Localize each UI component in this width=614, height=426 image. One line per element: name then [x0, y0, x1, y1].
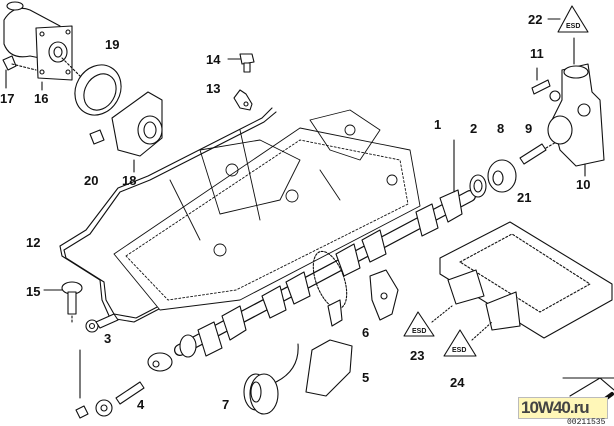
- callout-1: 1: [434, 117, 442, 132]
- callout-5: 5: [362, 370, 370, 385]
- svg-text:ESD: ESD: [412, 328, 426, 335]
- screw-17-part: [2, 55, 37, 89]
- clip-13-part: [233, 89, 253, 111]
- esd-label-24: ESD: [443, 321, 493, 357]
- callout-23: 23: [410, 348, 425, 363]
- callout-2: 2: [470, 121, 478, 136]
- sprocket-adapter-part: [487, 159, 517, 193]
- callout-13: 13: [206, 81, 221, 96]
- callout-10: 10: [576, 177, 591, 192]
- callout-17: 17: [0, 91, 15, 106]
- callout-16: 16: [34, 91, 49, 106]
- callout-7: 7: [222, 397, 230, 412]
- camshaft-part: [174, 139, 476, 358]
- screw-11-part: [531, 79, 551, 95]
- sensor-bracket-part: [305, 299, 353, 397]
- callout-4: 4: [137, 397, 145, 412]
- callout-3: 3: [104, 331, 112, 346]
- bolt-14-part: [227, 53, 255, 73]
- diagram-code: 00211535: [567, 418, 606, 426]
- cylinder-head-part: [113, 109, 421, 311]
- eyelet-connector-part: [85, 313, 119, 333]
- callout-22: 22: [528, 12, 543, 27]
- esd-label-22: ESD: [547, 5, 589, 33]
- bolt-15-part: [43, 281, 83, 325]
- housing-cover-part: [111, 91, 163, 173]
- callout-6: 6: [362, 325, 370, 340]
- screw-20-part: [89, 129, 105, 145]
- callout-21: 21: [517, 190, 532, 205]
- actuator-motor-part: [3, 1, 81, 81]
- svg-text:ESD: ESD: [452, 347, 466, 354]
- callout-12: 12: [26, 235, 41, 250]
- callout-8: 8: [497, 121, 505, 136]
- callout-19: 19: [105, 37, 120, 52]
- callout-24: 24: [450, 375, 465, 390]
- control-unit-part: [439, 221, 613, 339]
- svg-text:ESD: ESD: [566, 23, 580, 30]
- callout-15: 15: [26, 284, 41, 299]
- callout-18: 18: [122, 173, 137, 188]
- callout-20: 20: [84, 173, 99, 188]
- watermark: 10W40.ru: [518, 397, 608, 419]
- callout-14: 14: [206, 52, 221, 67]
- bearing-ring-part: [469, 174, 487, 198]
- bolt-nut-4-part: [75, 349, 173, 419]
- sealing-ring-part: [74, 64, 122, 116]
- callout-11: 11: [530, 46, 544, 61]
- solenoid-valve-part: [547, 63, 605, 167]
- bracket-6-part: [369, 269, 399, 321]
- seal-plug-part: [243, 343, 299, 415]
- callout-9: 9: [525, 121, 533, 136]
- esd-label-23: ESD: [403, 305, 453, 337]
